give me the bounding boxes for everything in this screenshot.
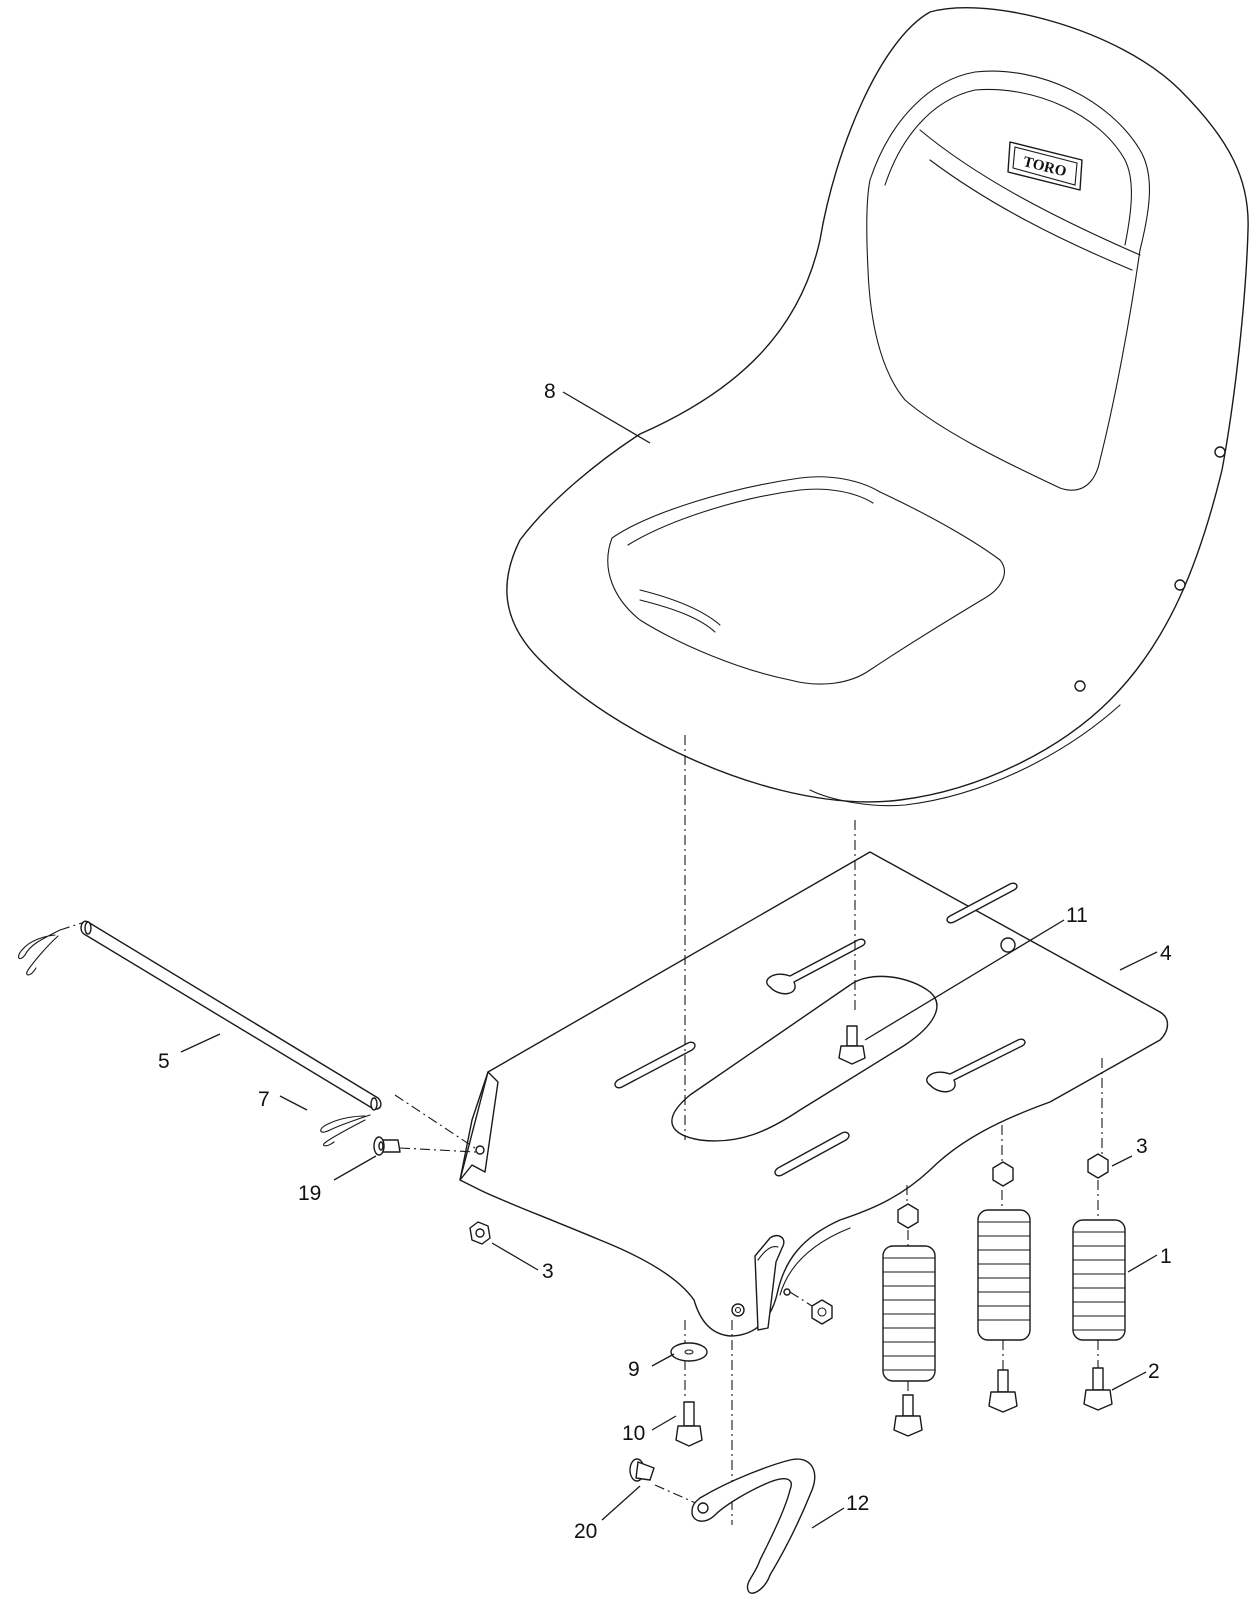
callout-12: 12: [846, 1492, 869, 1515]
washer-9: [670, 1342, 708, 1362]
bolt-11: [838, 1025, 866, 1065]
callout-20: 20: [574, 1520, 597, 1543]
seat-plate: [459, 851, 1169, 1337]
callout-7: 7: [258, 1088, 270, 1111]
callout-3-front: 3: [542, 1260, 554, 1283]
hair-pin-clip-top: [18, 929, 61, 976]
callout-19: 19: [298, 1182, 321, 1205]
latch-bracket: [731, 1234, 791, 1331]
callout-4: 4: [1160, 942, 1172, 965]
callout-1: 1: [1160, 1245, 1172, 1268]
bolt-10: [675, 1401, 703, 1447]
callout-11: 11: [1066, 904, 1088, 927]
callout-8: 8: [544, 380, 556, 403]
callout-2: 2: [1148, 1360, 1160, 1383]
spring-right: [1072, 1153, 1126, 1411]
seat: [506, 7, 1249, 807]
callout-5: 5: [158, 1050, 170, 1073]
nut-3-front: [469, 1221, 491, 1245]
flange-nut: [811, 1299, 833, 1325]
toro-logo: TORO: [1007, 141, 1083, 191]
bolt-19: [373, 1136, 401, 1156]
callout-3-rear: 3: [1136, 1135, 1148, 1158]
hair-pin-clip: [320, 1114, 371, 1147]
spring-left: [882, 1203, 936, 1437]
pivot-rod: [80, 920, 382, 1111]
callouts: 8 4 11 5 7 19 3 3 1 2 9 10 20 12: [158, 380, 1172, 1543]
latch-12: [691, 1458, 816, 1594]
spring-middle: [977, 1161, 1031, 1413]
callout-10: 10: [622, 1422, 645, 1445]
assembly-lines: [59, 735, 1103, 1525]
callout-9: 9: [628, 1358, 640, 1381]
leader-lines: [180, 391, 1158, 1529]
bolt-20: [629, 1458, 655, 1482]
